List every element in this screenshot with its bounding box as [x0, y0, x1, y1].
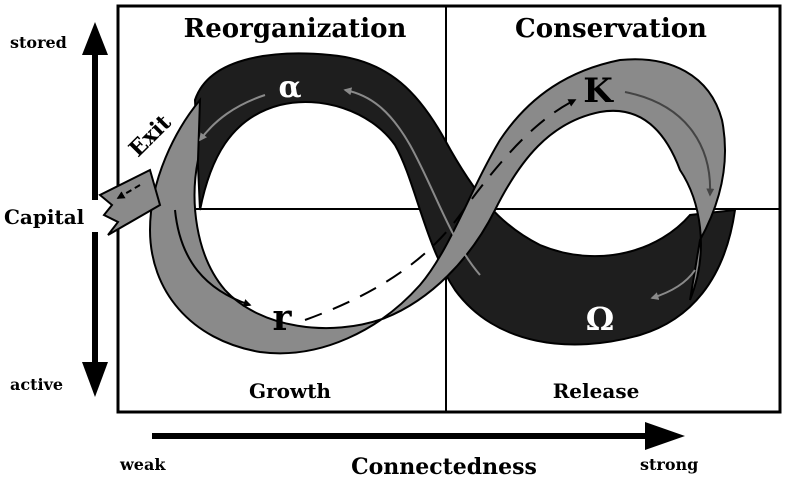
quadrant-title-conservation: Conservation	[515, 14, 707, 44]
light-band	[148, 58, 727, 355]
flow-arrow-omega-return	[650, 269, 696, 300]
x-axis-right-label: strong	[640, 455, 698, 474]
quadrant-title-release: Release	[553, 379, 640, 403]
phase-omega: Ω	[586, 300, 614, 338]
flow-arrow-alpha-down	[199, 94, 266, 142]
y-axis-top-label: stored	[10, 33, 67, 52]
y-axis-bottom-label: active	[10, 375, 63, 394]
y-axis-label: Capital	[4, 205, 85, 229]
quadrant-title-reorganization: Reorganization	[184, 14, 407, 44]
x-axis-arrow	[645, 422, 685, 450]
dark-band-left-loop	[193, 52, 737, 346]
flow-arrow-exit	[116, 184, 141, 199]
exit-band	[98, 168, 162, 236]
phase-r: r	[273, 297, 293, 339]
flow-arrow-k-to-omega	[624, 91, 715, 197]
flow-arrow-r-to-k	[304, 99, 577, 321]
x-axis-left-label: weak	[119, 455, 166, 474]
y-axis-label-bg	[2, 200, 102, 232]
flow-arrow-to-r	[174, 209, 252, 307]
y-axis-arrow-up	[82, 22, 108, 55]
phase-k: K	[583, 71, 614, 111]
y-axis-arrow-down	[82, 362, 108, 397]
flow-arrow-omega-to-alpha	[343, 87, 481, 276]
x-axis-label: Connectedness	[351, 454, 537, 480]
phase-alpha: α	[278, 70, 301, 105]
quadrant-title-growth: Growth	[249, 379, 331, 403]
